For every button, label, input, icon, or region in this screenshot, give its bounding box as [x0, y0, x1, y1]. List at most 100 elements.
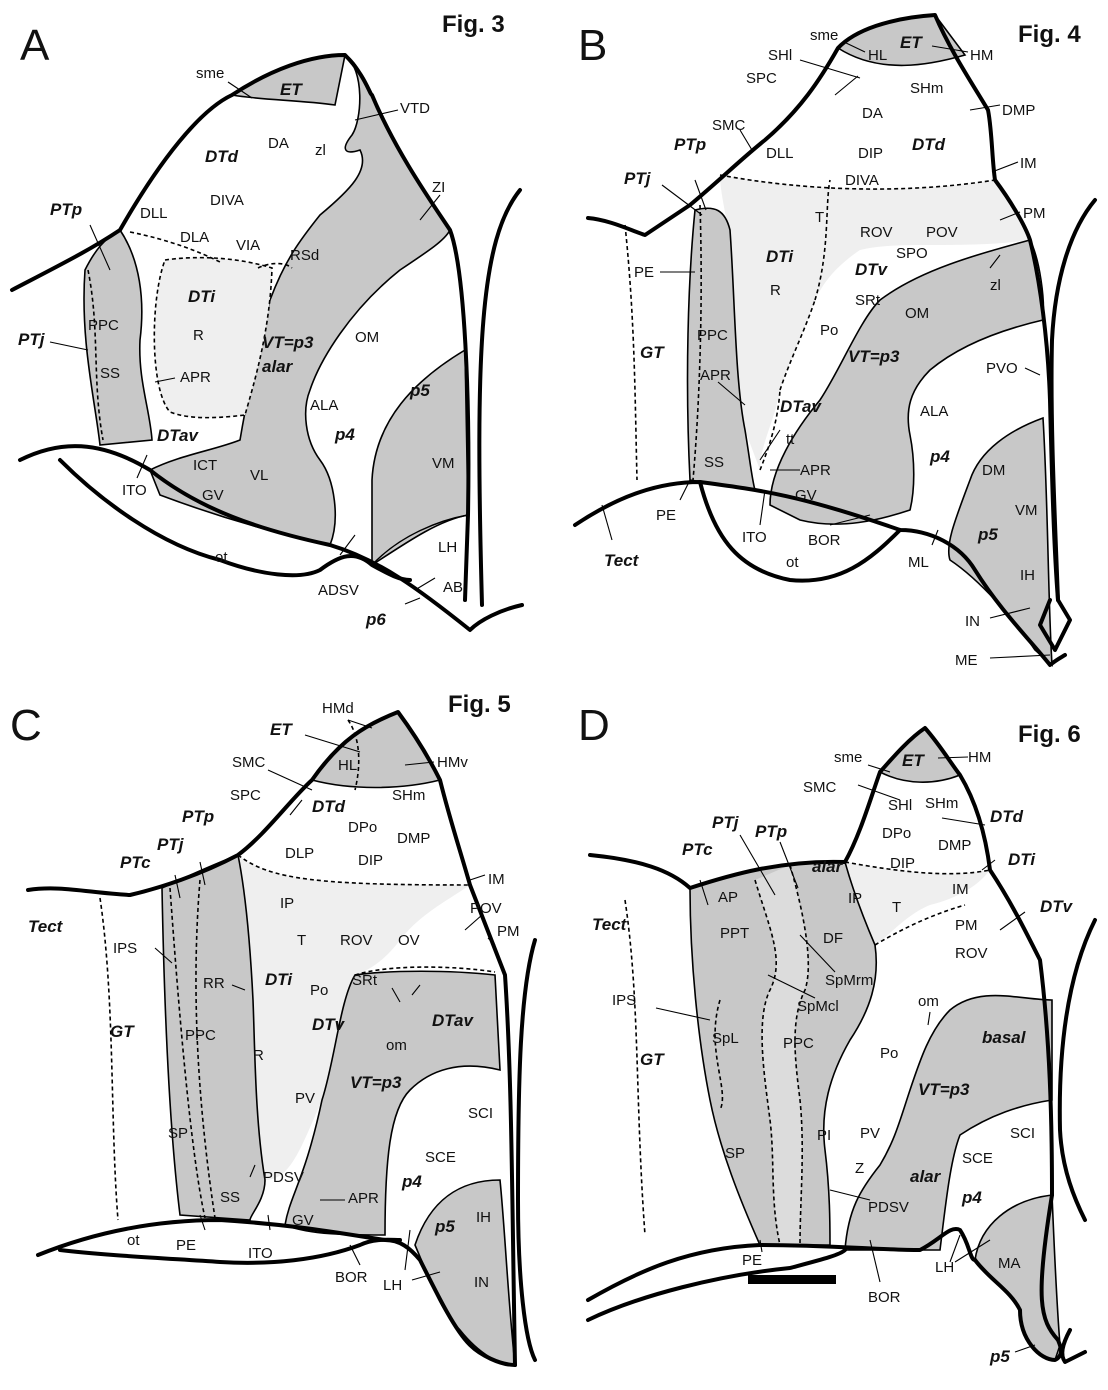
- label-pvo: PVO: [986, 360, 1018, 377]
- label-rov: ROV: [340, 932, 373, 949]
- label-p5: p5: [434, 1217, 455, 1236]
- panel-b: B Fig. 4 sme HL ET HM SHl SPC SHm DA DMP…: [573, 13, 1097, 669]
- label-sme: sme: [810, 27, 838, 44]
- label-bor: BOR: [808, 532, 841, 549]
- fig-title-3: Fig. 3: [442, 11, 505, 38]
- label-spo: SPO: [896, 245, 928, 262]
- label-sme: sme: [196, 65, 224, 82]
- region-vt-c: [284, 970, 501, 1236]
- label-zi: ZI: [432, 179, 445, 196]
- label-ov: OV: [398, 932, 420, 949]
- region-ptt-inner-d: [755, 865, 809, 1245]
- label-srt: SRt: [855, 292, 881, 309]
- label-p5: p5: [977, 525, 998, 544]
- label-ma: MA: [998, 1255, 1021, 1272]
- label-dip: DIP: [890, 855, 915, 872]
- label-et: ET: [280, 80, 303, 99]
- label-ptp: PTp: [182, 807, 214, 826]
- region-dti: [154, 257, 272, 418]
- label-im: IM: [952, 881, 969, 898]
- label-dtd: DTd: [912, 135, 946, 154]
- label-et: ET: [270, 720, 293, 739]
- label-tect: Tect: [604, 551, 640, 570]
- label-shm: SHm: [910, 80, 943, 97]
- region-vt-b: [769, 239, 1045, 525]
- label-ab: AB: [443, 579, 463, 596]
- label-ict: ICT: [193, 457, 217, 474]
- label-ips: IPS: [113, 940, 137, 957]
- label-ip: IP: [848, 890, 862, 907]
- label-dip: DIP: [358, 852, 383, 869]
- label-ito: ITO: [742, 529, 767, 546]
- label-dtv: DTv: [855, 260, 889, 279]
- label-hmd: HMd: [322, 700, 354, 717]
- label-zl: zl: [990, 277, 1001, 294]
- label-po: Po: [880, 1045, 898, 1062]
- label-da: DA: [862, 105, 883, 122]
- label-me: ME: [955, 652, 978, 669]
- label-spc: SPC: [746, 70, 777, 87]
- label-srt: SRt: [352, 972, 378, 989]
- label-ip: IP: [280, 895, 294, 912]
- label-adsv: ADSV: [318, 582, 359, 599]
- label-dla: DLA: [180, 229, 209, 246]
- label-df: DF: [823, 930, 843, 947]
- region-ptj-ss: [83, 228, 153, 446]
- label-dll: DLL: [766, 145, 794, 162]
- label-basal: basal: [982, 1028, 1027, 1047]
- label-rov: ROV: [860, 224, 893, 241]
- label-ppt: PPT: [720, 925, 749, 942]
- label-om: OM: [355, 329, 379, 346]
- region-dti-d: [845, 862, 990, 945]
- label-p6: p6: [365, 610, 386, 629]
- label-sp: SP: [725, 1145, 745, 1162]
- label-dmp: DMP: [1002, 102, 1035, 119]
- label-dlp: DLP: [285, 845, 314, 862]
- label-rr: RR: [203, 975, 225, 992]
- label-in: IN: [965, 613, 980, 630]
- label-t: T: [297, 932, 306, 949]
- label-vm: VM: [432, 455, 455, 472]
- label-r: R: [193, 327, 204, 344]
- label-ot: ot: [786, 554, 799, 571]
- panel-a: A Fig. 3 sme ET VTD DA zl DTd ZI DIVA PT…: [10, 11, 524, 632]
- label-apr-2: APR: [800, 462, 831, 479]
- label-lh: LH: [935, 1259, 954, 1276]
- label-sce: SCE: [962, 1150, 993, 1167]
- label-dm: DM: [982, 462, 1005, 479]
- label-ptj: PTj: [712, 813, 740, 832]
- fig-title-6: Fig. 6: [1018, 721, 1081, 748]
- label-pi: PI: [817, 1127, 831, 1144]
- label-ptc: PTc: [682, 840, 713, 859]
- label-et: ET: [900, 33, 923, 52]
- label-dll: DLL: [140, 205, 168, 222]
- label-ot: ot: [215, 549, 228, 566]
- label-da: DA: [268, 135, 289, 152]
- label-lh: LH: [438, 539, 457, 556]
- label-om: om: [918, 993, 939, 1010]
- label-ito: ITO: [122, 482, 147, 499]
- label-tt: tt: [786, 431, 795, 448]
- label-hm: HM: [968, 749, 991, 766]
- label-dmp: DMP: [397, 830, 430, 847]
- region-dti-c: [238, 855, 470, 1180]
- label-po: Po: [820, 322, 838, 339]
- panel-letter-a: A: [20, 21, 50, 70]
- label-ss: SS: [100, 365, 120, 382]
- label-ptj: PTj: [624, 169, 652, 188]
- label-p4: p4: [334, 425, 355, 444]
- label-dtav: DTav: [780, 397, 822, 416]
- label-pv: PV: [860, 1125, 880, 1142]
- label-ptj: PTj: [157, 835, 185, 854]
- label-ppc: PPC: [88, 317, 119, 334]
- label-po: Po: [310, 982, 328, 999]
- label-rov: ROV: [955, 945, 988, 962]
- label-diva: DIVA: [845, 172, 879, 189]
- label-bor: BOR: [868, 1289, 901, 1306]
- label-dpo: DPo: [348, 819, 377, 836]
- label-dti: DTi: [1008, 850, 1036, 869]
- label-ips: IPS: [612, 992, 636, 1009]
- label-et: ET: [902, 751, 925, 770]
- label-shm: SHm: [392, 787, 425, 804]
- label-p5: p5: [409, 381, 430, 400]
